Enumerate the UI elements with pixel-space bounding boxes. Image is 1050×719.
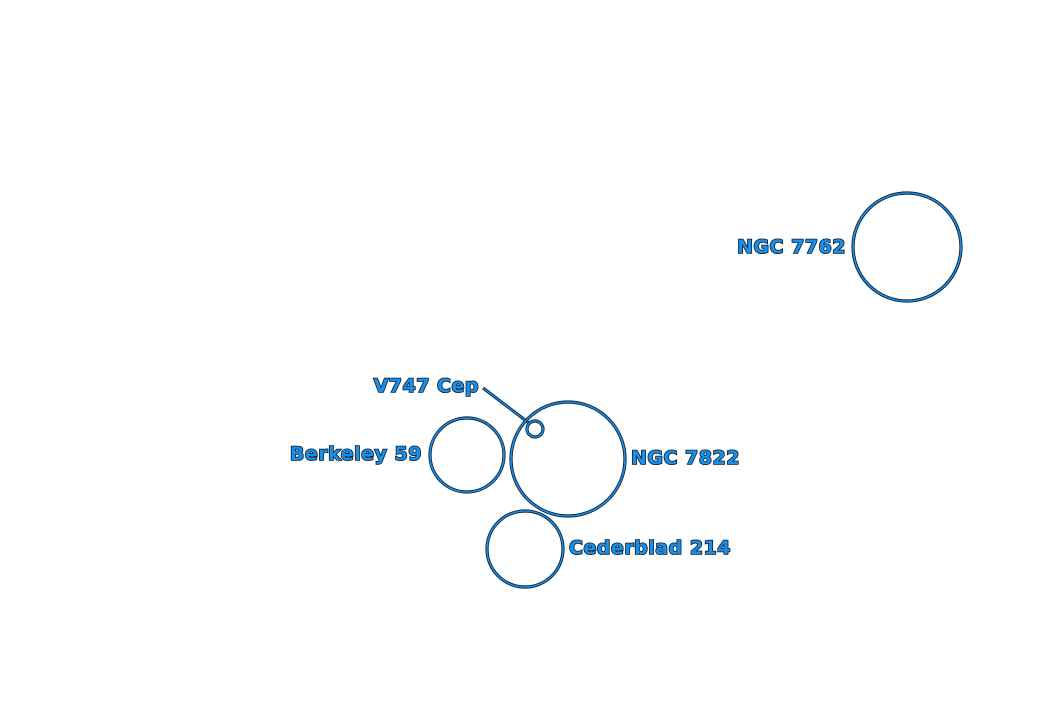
object-circle[interactable] <box>526 420 544 438</box>
object-label: NGC 7822 <box>631 447 740 469</box>
leader-line <box>482 387 530 424</box>
object-berkeley-59[interactable]: Berkeley 59 <box>289 416 506 494</box>
object-circle[interactable] <box>510 401 626 517</box>
object-circle[interactable] <box>429 417 505 493</box>
object-label: Berkeley 59 <box>290 443 422 465</box>
object-ngc-7822[interactable]: NGC 7822 <box>509 400 740 518</box>
object-label: Cederblad 214 <box>569 537 731 559</box>
object-circle[interactable] <box>486 510 564 588</box>
object-cederblad-214[interactable]: Cederblad 214 <box>485 509 731 589</box>
object-label: NGC 7762 <box>737 236 846 258</box>
object-label: V747 Cep <box>374 375 479 397</box>
object-v747-cep[interactable]: V747 Cep <box>373 374 545 439</box>
object-circle[interactable] <box>852 192 962 302</box>
object-ngc-7762[interactable]: NGC 7762 <box>736 191 963 303</box>
